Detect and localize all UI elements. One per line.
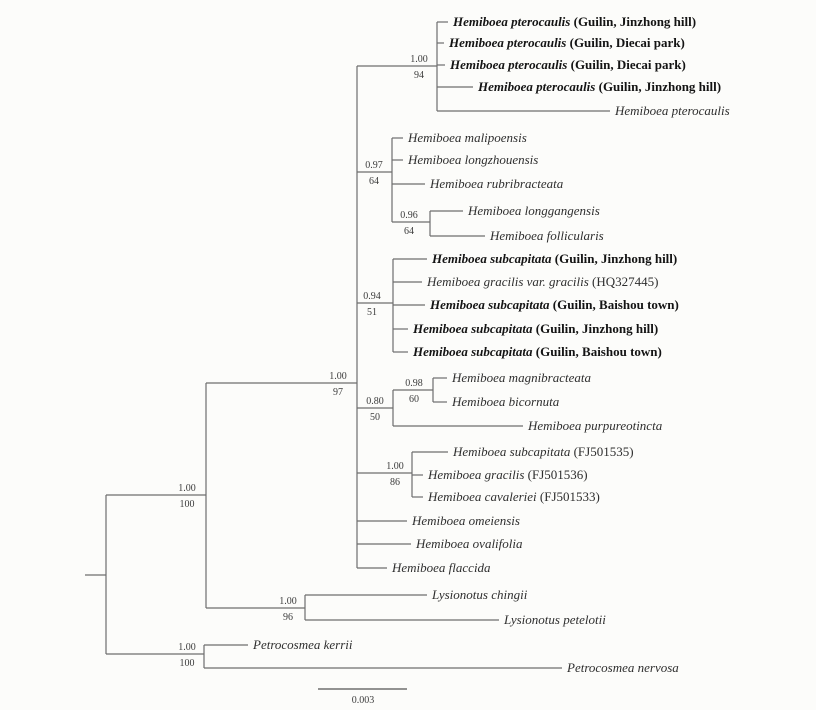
taxon-label: Petrocosmea nervosa [566,660,679,675]
posterior-probability-value: 0.96 [400,210,418,221]
taxon-label: Hemiboea flaccida [391,560,491,575]
bootstrap-value: 50 [370,412,380,423]
bootstrap-value: 100 [180,658,195,669]
bootstrap-value: 64 [404,226,414,237]
taxon-label: Hemiboea subcapitata (Guilin, Baishou to… [429,297,679,312]
posterior-probability-value: 0.97 [365,160,383,171]
taxon-label: Hemiboea pterocaulis [614,103,730,118]
posterior-probability-value: 1.00 [178,642,196,653]
bootstrap-value: 100 [180,499,195,510]
taxon-label: Petrocosmea kerrii [252,637,353,652]
taxon-label: Hemiboea malipoensis [407,130,527,145]
bootstrap-value: 96 [283,612,293,623]
taxon-label: Hemiboea pterocaulis (Guilin, Diecai par… [449,57,686,72]
posterior-probability-value: 1.00 [386,461,404,472]
taxon-label: Hemiboea purpureotincta [527,418,663,433]
posterior-probability-value: 1.00 [329,371,347,382]
taxon-label: Hemiboea subcapitata (Guilin, Baishou to… [412,344,662,359]
taxon-label: Hemiboea magnibracteata [451,370,592,385]
taxon-label: Hemiboea rubribracteata [429,176,564,191]
taxon-label: Hemiboea gracilis (FJ501536) [427,467,588,482]
taxon-label: Hemiboea longgangensis [467,203,600,218]
taxon-label: Hemiboea ovalifolia [415,536,523,551]
posterior-probability-value: 0.98 [405,378,423,389]
posterior-probability-value: 1.00 [279,596,297,607]
taxon-label: Hemiboea subcapitata (Guilin, Jinzhong h… [412,321,658,336]
bootstrap-value: 94 [414,70,424,81]
taxon-label: Hemiboea subcapitata (FJ501535) [452,444,634,459]
taxon-label: Hemiboea pterocaulis (Guilin, Diecai par… [448,35,685,50]
posterior-probability-value: 0.80 [366,396,384,407]
bootstrap-value: 97 [333,387,343,398]
taxon-label: Hemiboea gracilis var. gracilis (HQ32744… [426,274,658,289]
taxon-label: Hemiboea cavaleriei (FJ501533) [427,489,600,504]
taxon-label: Lysionotus petelotii [503,612,606,627]
taxon-label: Lysionotus chingii [431,587,528,602]
posterior-probability-value: 0.94 [363,291,381,302]
support-values: 1.00 94 0.97 64 0.96 64 0.94 51 0.80 50 0.98 60 1.00… [178,54,428,669]
taxon-label: Hemiboea subcapitata (Guilin, Jinzhong h… [431,251,677,266]
taxon-label: Hemiboea omeiensis [411,513,520,528]
taxon-labels: Hemiboea pterocaulis (Guilin, Jinzhong h… [252,14,730,675]
taxon-label: Hemiboea longzhouensis [407,152,538,167]
taxon-label: Hemiboea bicornuta [451,394,560,409]
bootstrap-value: 51 [367,307,377,318]
bootstrap-value: 64 [369,176,379,187]
posterior-probability-value: 1.00 [410,54,428,65]
bootstrap-value: 86 [390,477,400,488]
bootstrap-value: 60 [409,394,419,405]
taxon-label: Hemiboea follicularis [489,228,604,243]
scale-bar-label: 0.003 [352,695,375,706]
taxon-label: Hemiboea pterocaulis (Guilin, Jinzhong h… [452,14,696,29]
scale-bar: 0.003 [318,688,407,706]
taxon-label: Hemiboea pterocaulis (Guilin, Jinzhong h… [477,79,721,94]
posterior-probability-value: 1.00 [178,483,196,494]
tree-branches [85,21,610,669]
